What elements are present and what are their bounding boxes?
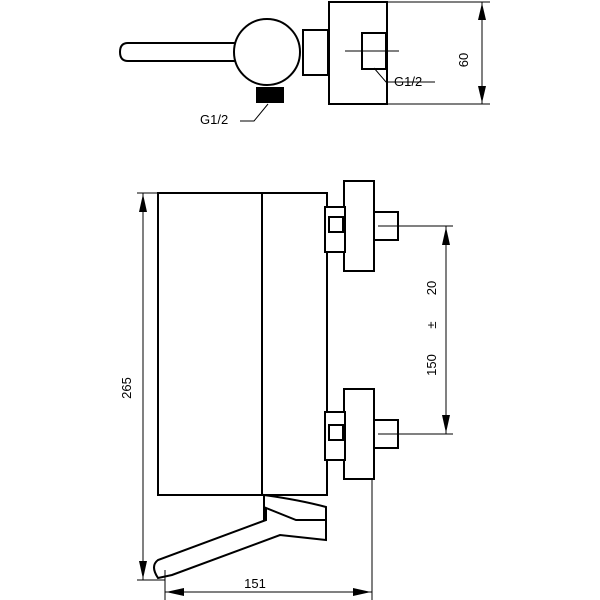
depth-dim-label: 60 [456, 53, 471, 67]
depth-arrow-top [478, 3, 486, 20]
spacing-arrow-top [442, 227, 450, 245]
lower-nut-inner [328, 424, 344, 441]
side-view: 265 151 150 ± 20 [119, 180, 453, 600]
top-outlet-solid [256, 87, 284, 103]
top-inlet-label: G1/2 [394, 74, 422, 89]
top-view: G1/2 G1/2 60 [118, 1, 490, 127]
top-wall-plate [328, 1, 388, 105]
top-lever-handle [118, 42, 236, 62]
depth-arrow-bottom [478, 86, 486, 103]
lever-side [153, 506, 327, 580]
top-connection-nut [302, 29, 329, 76]
upper-nut-inner [328, 216, 344, 233]
tolerance-value: 20 [424, 281, 439, 295]
top-body-circle [233, 18, 301, 86]
height-arrow-top [139, 194, 147, 212]
tolerance-sign: ± [424, 321, 439, 328]
side-body [157, 192, 328, 496]
height-dim-label: 265 [119, 377, 134, 399]
top-connection-label: G1/2 [200, 112, 228, 127]
spacing-dim-label: 150 [424, 354, 439, 376]
lower-wall-plate [343, 388, 375, 480]
top-connection-leader [240, 103, 269, 122]
upper-wall-plate [343, 180, 375, 272]
spacing-arrow-bottom [442, 415, 450, 433]
top-inlet-leader [373, 67, 435, 83]
height-arrow-bottom [139, 561, 147, 579]
projection-arrow-right [353, 588, 371, 596]
projection-arrow-left [166, 588, 184, 596]
projection-dim-label: 151 [244, 576, 266, 591]
